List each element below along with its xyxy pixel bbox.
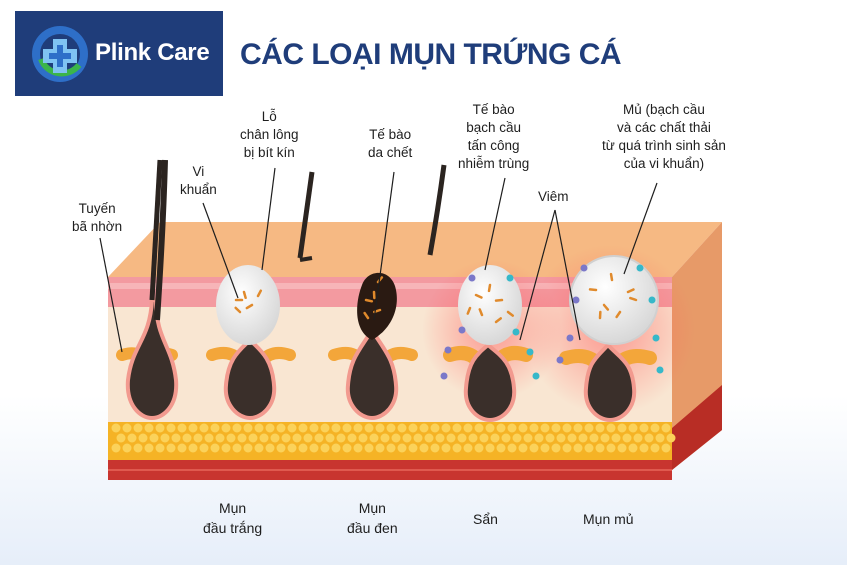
plus-shield-icon: [32, 26, 88, 82]
follicle-whitehead: [206, 265, 296, 421]
brand-name: Plink Care: [95, 39, 210, 66]
follicle-normal: [116, 159, 179, 421]
page-title: CÁC LOẠI MỤN TRỨNG CÁ: [240, 38, 622, 71]
pustule-bulge: [569, 255, 659, 345]
caption-papule: Sẩn: [473, 511, 498, 527]
papule-bulge: [458, 265, 522, 345]
follicle-papule: [443, 265, 533, 423]
whitehead-bulge: [216, 265, 280, 345]
follicle-pustule: [559, 255, 659, 423]
brand-logo: Plink Care: [15, 11, 223, 96]
label-inflammation: Viêm: [538, 189, 569, 204]
blackhead-plug: [357, 272, 397, 340]
follicle-blackhead: [299, 256, 418, 421]
caption-pustule: Mụn mủ: [583, 511, 634, 527]
